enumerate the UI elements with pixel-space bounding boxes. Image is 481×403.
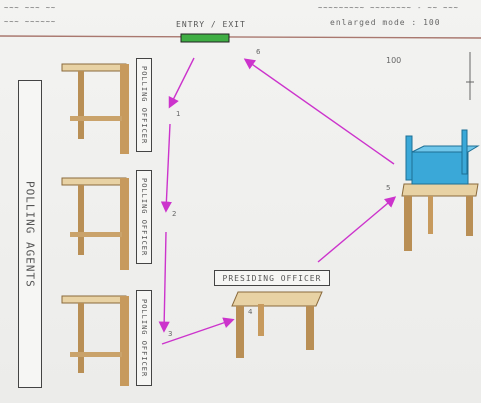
step-number-6: 6 — [256, 48, 261, 56]
polling-agents-box: POLLING AGENTS — [18, 80, 42, 388]
top-wall-line — [0, 35, 481, 39]
header-right-line1: ~~~~~~~~~ ~~~~~~~~ - ~~ ~~~ — [318, 4, 459, 12]
polling-officer-label-2: POLLING OFFICER — [136, 170, 152, 264]
ballot-box — [405, 129, 480, 185]
arrow-officer-2-to-3 — [158, 231, 170, 333]
step-number-5: 5 — [386, 184, 391, 192]
header-left-line1: ~~~ ~~~ ~~ — [4, 4, 57, 12]
arrow-officer-1-to-2 — [160, 123, 172, 213]
polling-table-2 — [61, 177, 129, 270]
arrow-ballot-to-exit — [243, 58, 395, 165]
presiding-officer-label: PRESIDING OFFICER — [214, 270, 330, 286]
polling-table-1 — [61, 63, 129, 154]
header-left-line2: ~~~ ~~~~~~ — [4, 18, 57, 26]
polling-officer-label-3: POLLING OFFICER — [136, 290, 152, 386]
arrow-presiding-to-ballot — [317, 196, 397, 263]
voter-flow-arrows — [158, 57, 397, 345]
polling-officer-label-1: POLLING OFFICER — [136, 58, 152, 152]
polling-table-3 — [61, 295, 129, 386]
step-number-2: 2 — [172, 210, 177, 218]
ballot-table — [401, 183, 479, 251]
presiding-officer-table — [231, 291, 323, 358]
entry-exit-label: ENTRY / EXIT — [176, 20, 246, 29]
arrow-officer-3-to-presiding — [161, 317, 235, 345]
arrow-entry-to-officer-1 — [168, 57, 195, 109]
step-number-4: 4 — [248, 308, 253, 316]
step-number-3: 3 — [168, 330, 173, 338]
polling-agents-label: POLLING AGENTS — [23, 180, 37, 288]
step-number-1: 1 — [176, 110, 181, 118]
right-number-label: 100 — [386, 56, 402, 65]
scale-text: enlarged mode : 100 — [330, 18, 441, 27]
entry-door — [180, 33, 230, 43]
